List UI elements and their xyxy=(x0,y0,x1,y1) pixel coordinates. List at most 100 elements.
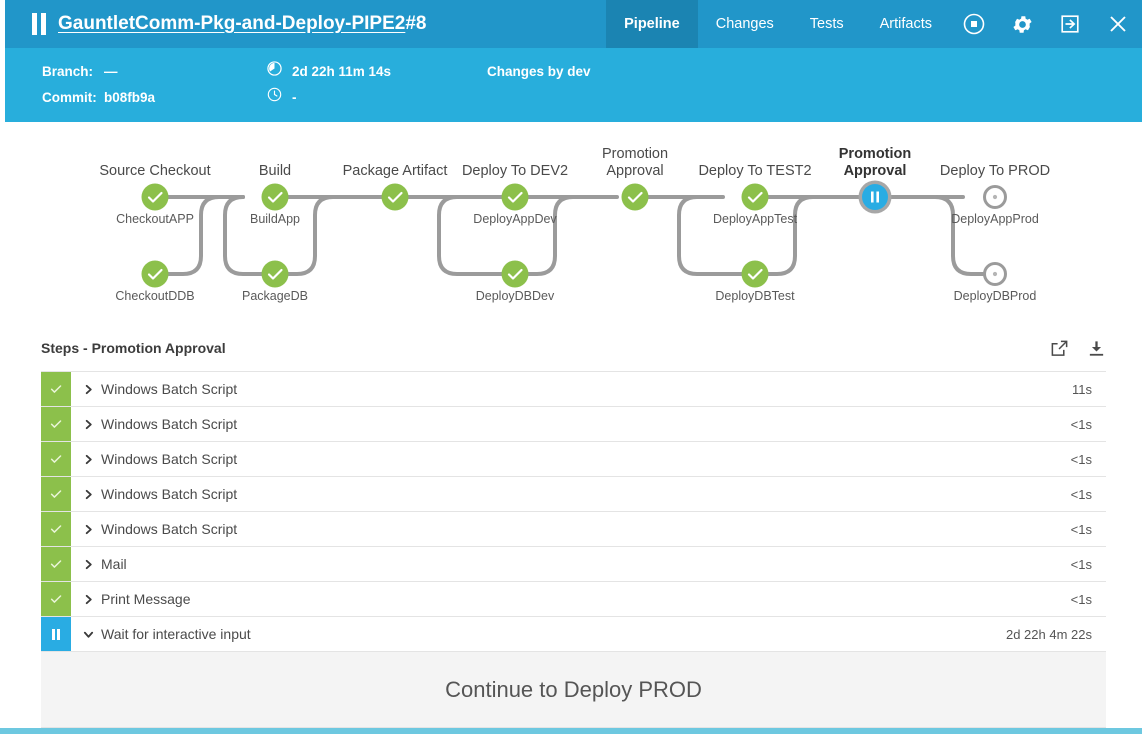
step-name: Windows Batch Script xyxy=(101,381,238,397)
stage-label-source-checkout[interactable]: Source Checkout xyxy=(99,163,211,179)
tab-pipeline[interactable]: Pipeline xyxy=(606,0,698,48)
tab-changes[interactable]: Changes xyxy=(698,0,792,48)
node-label-checkout-app: CheckoutAPP xyxy=(116,212,194,226)
clock-icon xyxy=(267,87,282,107)
node-label-deploy-db-prod: DeployDBProd xyxy=(953,289,1037,303)
step-row[interactable]: Wait for interactive input 2d 22h 4m 22s xyxy=(41,617,1106,652)
step-status-paused-icon xyxy=(41,617,71,651)
step-name: Wait for interactive input xyxy=(101,626,251,642)
stage-label-deploy-to-test2[interactable]: Deploy To TEST2 xyxy=(698,163,812,179)
stage-label-package-artifact[interactable]: Package Artifact xyxy=(342,163,448,179)
build-timing-column: 2d 22h 11m 14s - xyxy=(267,58,391,110)
download-icon[interactable] xyxy=(1087,339,1106,358)
page-title: GauntletComm-Pkg-and-Deploy-PIPE2#8 xyxy=(58,13,426,35)
changes-column: Changes by dev xyxy=(487,58,591,84)
step-status-success-icon xyxy=(41,372,71,406)
continue-to-deploy-prod-button[interactable]: Continue to Deploy PROD xyxy=(445,676,702,702)
stage-label-promotion-approval-1-line1: Promotion xyxy=(601,146,669,162)
tab-artifacts-label: Artifacts xyxy=(879,16,932,32)
step-status-success-icon xyxy=(41,582,71,616)
step-row[interactable]: Mail <1s xyxy=(41,547,1106,582)
chevron-down-icon[interactable] xyxy=(75,629,101,640)
pipeline-graph-edges xyxy=(141,180,1007,288)
pipeline-graph: Source Checkout Build Package Artifact D… xyxy=(5,122,1142,325)
tab-pipeline-label: Pipeline xyxy=(624,16,680,32)
step-duration: <1s xyxy=(1070,486,1092,502)
step-status-success-icon xyxy=(41,547,71,581)
step-row[interactable]: Windows Batch Script <1s xyxy=(41,512,1106,547)
step-status-success-icon xyxy=(41,442,71,476)
close-icon[interactable] xyxy=(1094,0,1142,48)
pause-icon xyxy=(32,13,46,35)
step-row[interactable]: Windows Batch Script <1s xyxy=(41,477,1106,512)
left-margin xyxy=(0,0,5,734)
stop-circle-icon[interactable] xyxy=(950,0,998,48)
node-label-deploy-db-test: DeployDBTest xyxy=(715,289,795,303)
chevron-right-icon[interactable] xyxy=(75,419,101,430)
queue-time-row: - xyxy=(267,84,391,110)
stage-label-promotion-approval-2-line1: Promotion xyxy=(838,146,912,162)
stage-label-deploy-to-prod[interactable]: Deploy To PROD xyxy=(939,163,1051,179)
steps-header: Steps - Promotion Approval xyxy=(5,325,1142,371)
stage-label-promotion-approval-1-line2: Approval xyxy=(606,163,664,179)
steps-title: Steps - Promotion Approval xyxy=(41,340,226,356)
steps-header-actions xyxy=(1050,339,1106,358)
duration-row: 2d 22h 11m 14s xyxy=(267,58,391,84)
step-name: Windows Batch Script xyxy=(101,486,238,502)
commit-value[interactable]: b08fb9a xyxy=(104,89,156,105)
step-duration: 2d 22h 4m 22s xyxy=(1005,626,1092,642)
step-row[interactable]: Print Message <1s xyxy=(41,582,1106,617)
stage-label-promotion-approval-1[interactable]: Promotion Approval xyxy=(602,146,668,180)
chevron-right-icon[interactable] xyxy=(75,524,101,535)
step-name: Mail xyxy=(101,556,127,572)
changes-row: Changes by dev xyxy=(487,58,591,84)
chevron-right-icon[interactable] xyxy=(75,384,101,395)
chevron-right-icon[interactable] xyxy=(75,559,101,570)
step-name: Windows Batch Script xyxy=(101,451,238,467)
node-label-package-db: PackageDB xyxy=(241,289,309,303)
branch-row: Branch: — xyxy=(42,58,155,84)
step-name: Windows Batch Script xyxy=(101,416,238,432)
tab-tests-label: Tests xyxy=(809,16,844,32)
node-label-deploy-db-dev: DeployDBDev xyxy=(475,289,555,303)
graph-node-success-group xyxy=(141,183,769,288)
chevron-right-icon[interactable] xyxy=(75,489,101,500)
step-duration: <1s xyxy=(1070,556,1092,572)
chevron-right-icon[interactable] xyxy=(75,594,101,605)
step-duration: <1s xyxy=(1070,416,1092,432)
stage-label-build[interactable]: Build xyxy=(258,163,292,179)
gear-icon[interactable] xyxy=(998,0,1046,48)
graph-node-pending-group xyxy=(983,185,1007,286)
stage-label-promotion-approval-2-line2: Approval xyxy=(843,163,907,179)
step-name: Print Message xyxy=(101,591,191,607)
steps-section: Steps - Promotion Approval xyxy=(5,325,1142,728)
title-bar: GauntletComm-Pkg-and-Deploy-PIPE2#8 Pipe… xyxy=(5,0,1142,48)
step-duration: <1s xyxy=(1070,521,1092,537)
node-label-checkout-ddb: CheckoutDDB xyxy=(115,289,195,303)
step-row[interactable]: Windows Batch Script <1s xyxy=(41,407,1106,442)
step-name: Windows Batch Script xyxy=(101,521,238,537)
stage-label-promotion-approval-2[interactable]: Promotion Approval xyxy=(839,146,912,180)
queue-time-value: - xyxy=(292,89,297,105)
login-arrow-icon[interactable] xyxy=(1046,0,1094,48)
changes-by-text: Changes by dev xyxy=(487,63,591,79)
job-name-link[interactable]: GauntletComm-Pkg-and-Deploy-PIPE2 xyxy=(58,13,406,34)
step-status-success-icon xyxy=(41,407,71,441)
node-label-deploy-app-test: DeployAppTest xyxy=(712,212,798,226)
step-status-success-icon xyxy=(41,477,71,511)
build-number: #8 xyxy=(405,13,427,34)
tab-artifacts[interactable]: Artifacts xyxy=(862,0,950,48)
chevron-right-icon[interactable] xyxy=(75,454,101,465)
external-link-icon[interactable] xyxy=(1050,339,1069,358)
step-row[interactable]: Windows Batch Script 11s xyxy=(41,372,1106,407)
step-row[interactable]: Windows Batch Script <1s xyxy=(41,442,1106,477)
node-label-deploy-app-dev: DeployAppDev xyxy=(473,212,557,226)
build-info-bar: Branch: — Commit: b08fb9a 2d 22h 11m 14s xyxy=(5,48,1142,122)
tab-tests[interactable]: Tests xyxy=(792,0,862,48)
steps-list: Windows Batch Script 11s Windows Batch S… xyxy=(41,371,1106,652)
step-duration: <1s xyxy=(1070,591,1092,607)
stage-label-deploy-to-dev2[interactable]: Deploy To DEV2 xyxy=(461,163,569,179)
interactive-input-panel: Continue to Deploy PROD xyxy=(41,652,1106,728)
step-status-success-icon xyxy=(41,512,71,546)
